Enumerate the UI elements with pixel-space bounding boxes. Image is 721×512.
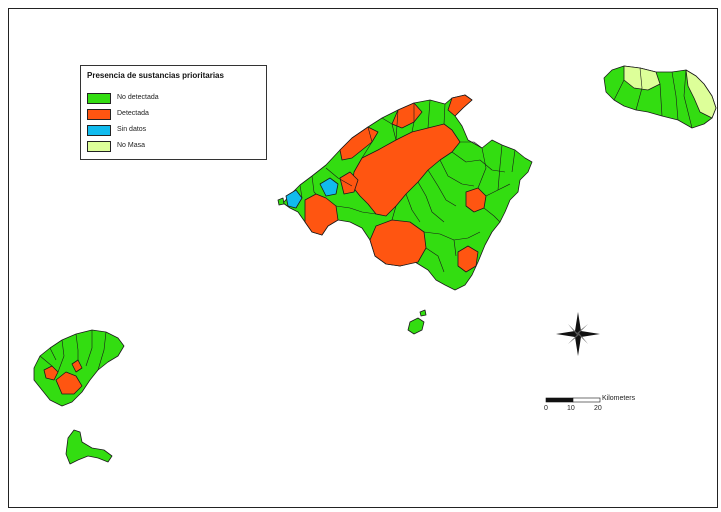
legend-title: Presencia de sustancias prioritarias [87,71,224,80]
scale-bar [545,397,601,403]
dragonera-islet [277,197,285,206]
menorca-island [603,65,717,129]
mallorca-detectada-west [304,193,339,236]
mallorca-detectada-se [457,245,479,273]
scale-unit-label: Kilometers [602,395,636,402]
legend-label: Sin datos [117,126,147,133]
mallorca-sin-datos-1 [285,189,303,209]
compass-rose-icon [556,312,600,356]
scale-tick-0: 0 [544,405,548,412]
legend-swatch [87,141,111,152]
menorca-no-masa-2 [685,69,717,119]
cabrera-island [407,317,425,335]
mallorca-detectada-ne-tip [447,94,473,117]
mallorca-island [277,94,533,335]
ibiza-detectada-2 [55,371,83,395]
legend-label: Detectada [117,110,149,117]
map-legend: Presencia de sustancias prioritarias No … [80,65,267,160]
ibiza-island [33,329,125,407]
formentera-island [65,429,113,465]
legend-label: No detectada [117,94,159,101]
legend-label: No Masa [117,142,146,149]
ibiza-detectada-3 [71,359,83,373]
ibiza-detectada-1 [43,365,59,381]
menorca-no-masa-1 [623,65,661,91]
scale-tick-10: 10 [567,405,575,412]
legend-swatch [87,125,111,136]
mallorca-sin-datos-2 [319,177,339,197]
legend-swatch [87,109,111,120]
cabrera-islet [419,309,427,317]
mallorca-detectada-mid [339,171,359,195]
scale-tick-20: 20 [594,405,602,412]
mallorca-detectada-south [369,219,427,267]
legend-swatch [87,93,111,104]
